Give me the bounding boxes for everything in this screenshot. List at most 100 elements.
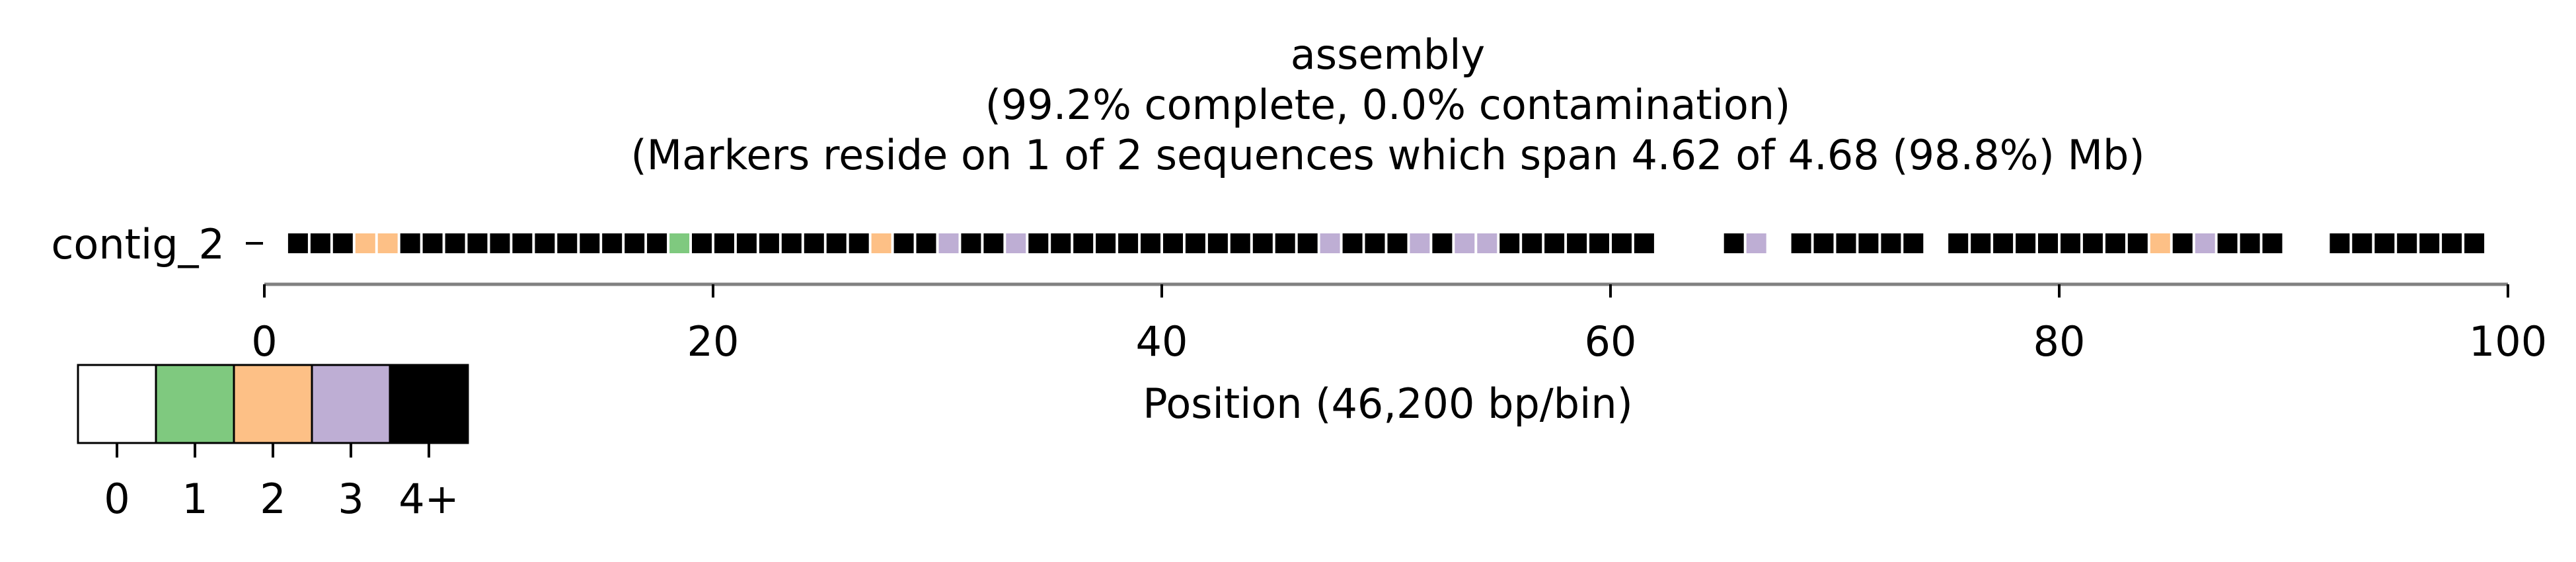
bin-cell (445, 233, 465, 253)
bin-cell (2240, 233, 2260, 253)
bin-cell (400, 233, 420, 253)
bin-cell (826, 233, 847, 253)
bin-cell (1387, 233, 1408, 253)
bin-cell (1455, 233, 1475, 253)
bin-cell (310, 233, 330, 253)
bin-cell (1118, 233, 1139, 253)
bin-cell (1320, 233, 1340, 253)
bin-cell (1634, 233, 1654, 253)
legend-label: 3 (338, 475, 363, 523)
bin-cell (535, 233, 555, 253)
bin-cell (759, 233, 779, 253)
colorbar-legend: 0 1 2 3 4+ (77, 364, 469, 523)
bin-cell (692, 233, 712, 253)
bin-cell (2016, 233, 2036, 253)
bin-cell (1903, 233, 1924, 253)
bin-cell (1499, 233, 1520, 253)
bin-cell (1791, 233, 1811, 253)
bin-cell (2442, 233, 2462, 253)
x-tick-label: 100 (2469, 317, 2547, 366)
bin-cell (1163, 233, 1183, 253)
bin-cell (602, 233, 623, 253)
title-line-2: (99.2% complete, 0.0% contamination) (985, 81, 1791, 129)
bin-cell (1410, 233, 1430, 253)
x-tick-label: 20 (687, 317, 739, 366)
x-tick-label: 80 (2033, 317, 2086, 366)
bin-cell (1006, 233, 1026, 253)
bin-cell (1813, 233, 1834, 253)
bin-cell (1365, 233, 1385, 253)
bin-cell (580, 233, 600, 253)
bin-cell (2195, 233, 2215, 253)
bin-cell (1881, 233, 1901, 253)
bin-cell (1522, 233, 1542, 253)
bin-cell (647, 233, 667, 253)
bin-cell (1746, 233, 1766, 253)
legend-swatch (311, 364, 391, 444)
bin-cell (2464, 233, 2485, 253)
bin-cell (2061, 233, 2080, 253)
bin-cell (1185, 233, 1205, 253)
legend-swatch (77, 364, 157, 444)
title-line-3: (Markers reside on 1 of 2 sequences whic… (630, 131, 2144, 179)
bin-cell (557, 233, 578, 253)
bin-cell (1297, 233, 1318, 253)
bin-cell (871, 233, 891, 253)
bin-cell (2082, 233, 2103, 253)
bin-cell (512, 233, 533, 253)
x-tick-label: 0 (251, 317, 277, 366)
bin-cell (625, 233, 645, 253)
bin-cell (1567, 233, 1587, 253)
legend-swatch (233, 364, 313, 444)
title-line-1: assembly (1291, 30, 1485, 79)
legend-swatch (155, 364, 235, 444)
bin-cell (1948, 233, 1969, 253)
bin-cell (490, 233, 510, 253)
bin-cell (2352, 233, 2372, 253)
bin-cell (2038, 233, 2058, 253)
row-label-group: contig_2 (51, 220, 263, 268)
bin-cell (2127, 233, 2148, 253)
bin-cell (332, 233, 353, 253)
bin-cell (983, 233, 1004, 253)
bin-cell (1836, 233, 1856, 253)
bin-cell (422, 233, 443, 253)
bin-cell (1252, 233, 1273, 253)
bin-cell (1858, 233, 1879, 253)
legend-label: 1 (182, 475, 208, 523)
bin-cell (2262, 233, 2283, 253)
bin-cell (377, 233, 398, 253)
bin-cell (2172, 233, 2193, 253)
legend-label: 2 (260, 475, 285, 523)
bin-cell (1589, 233, 1609, 253)
marker-bins (287, 233, 2485, 253)
bin-cell (2105, 233, 2125, 253)
bin-cell (1230, 233, 1250, 253)
bin-cell (1051, 233, 1071, 253)
legend-label: 4+ (398, 475, 459, 523)
bin-cell (781, 233, 802, 253)
bin-cell (1432, 233, 1453, 253)
legend-label: 0 (104, 475, 130, 523)
bin-cell (2397, 233, 2417, 253)
bin-cell (1342, 233, 1363, 253)
bin-cell (1073, 233, 1094, 253)
bin-cell (736, 233, 757, 253)
bin-cell (938, 233, 959, 253)
x-tick-label: 40 (1136, 317, 1188, 366)
bin-cell (1724, 233, 1744, 253)
bin-cell (1028, 233, 1049, 253)
x-axis-label: Position (46,200 bp/bin) (1143, 380, 1633, 428)
bin-cell (2374, 233, 2395, 253)
bin-cell (1993, 233, 2014, 253)
bin-cell (804, 233, 824, 253)
bin-cell (2330, 233, 2350, 253)
bin-cell (893, 233, 914, 253)
bin-cell (1971, 233, 1991, 253)
bin-cell (1612, 233, 1632, 253)
bin-cell (714, 233, 734, 253)
bin-cell (2217, 233, 2238, 253)
